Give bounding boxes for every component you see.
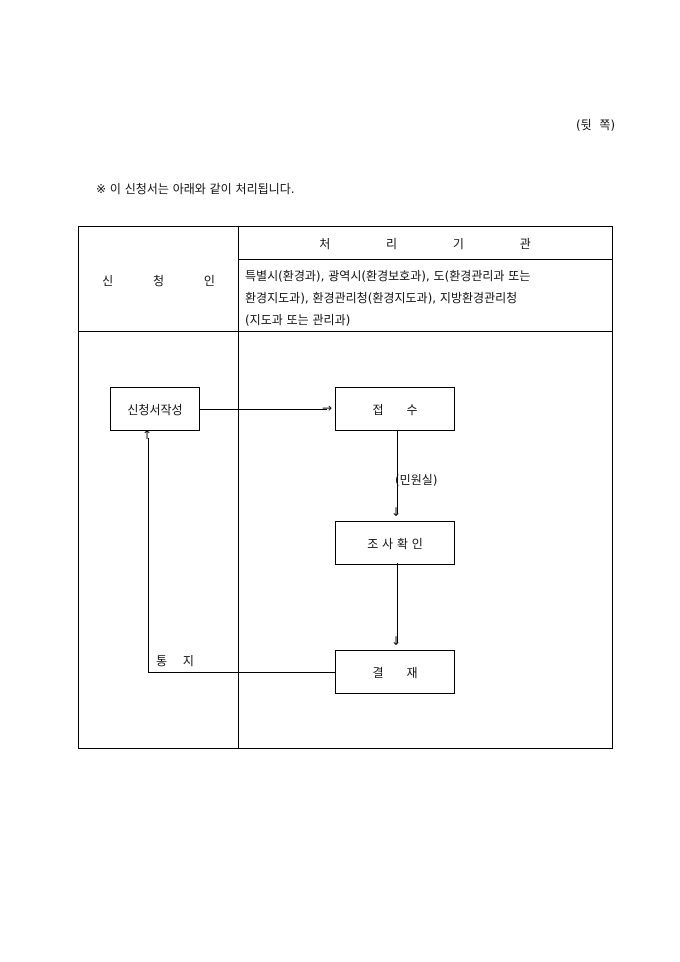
arrow-line [199, 409, 327, 410]
notification-label: 통 지 [156, 654, 194, 668]
arrow-right-icon: → [322, 401, 333, 415]
column-divider [238, 227, 239, 748]
agency-header: 처 리 기 관 [319, 237, 531, 251]
arrow-down-icon: ↓ [391, 505, 402, 519]
applicant-header: 신 청 인 [102, 274, 215, 288]
receipt-box: 접 수 [335, 387, 455, 431]
arrow-line [397, 563, 398, 643]
page-side-label: (뒷 쪽) [576, 118, 616, 132]
agency-line: (지도과 또는 관리과) [245, 313, 351, 327]
agency-line: 환경지도과), 환경관리청(환경지도과), 지방환경관리청 [245, 291, 518, 305]
row-divider [79, 331, 612, 332]
agency-line: 특별시(환경과), 광역시(환경보호과), 도(환경관리과 또는 [245, 269, 531, 283]
arrow-line [148, 672, 335, 673]
arrow-line [397, 430, 398, 514]
arrow-line [148, 438, 149, 673]
arrow-up-icon: ↑ [142, 428, 153, 442]
notice-text: ※ 이 신청서는 아래와 같이 처리됩니다. [96, 182, 295, 196]
investigation-box: 조 사 확 인 [335, 521, 455, 565]
approval-box: 결 재 [335, 650, 455, 694]
agency-list: 특별시(환경과), 광역시(환경보호과), 도(환경관리과 또는 환경지도과),… [245, 265, 605, 331]
process-table: 신 청 인 처 리 기 관 특별시(환경과), 광역시(환경보호과), 도(환경… [78, 226, 613, 749]
write-application-box: 신청서작성 [110, 387, 200, 431]
receipt-via-label: (민원실) [395, 473, 438, 487]
row-divider [238, 259, 612, 260]
arrow-down-icon: ↓ [391, 634, 402, 648]
